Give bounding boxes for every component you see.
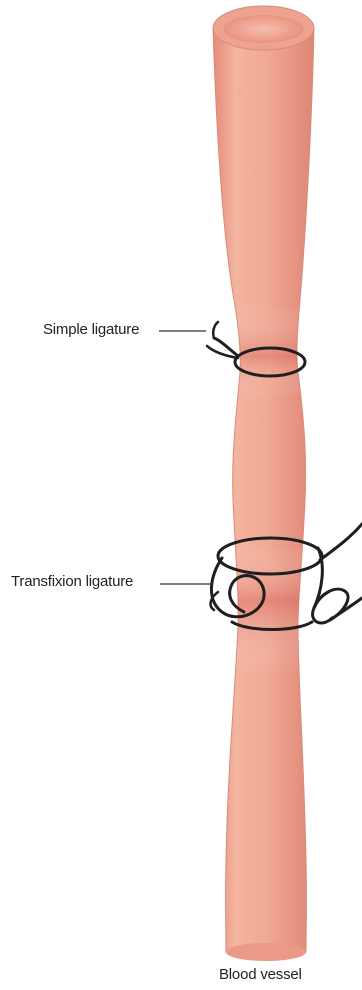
vessel-shading: [213, 28, 314, 952]
vessel-bottom-end: [226, 943, 306, 961]
simple-ligature-label: Simple ligature: [43, 321, 139, 338]
vessel-lumen: [224, 15, 304, 43]
blood-vessel-label: Blood vessel: [219, 966, 302, 983]
transfixion-ligature-label: Transfixion ligature: [11, 573, 133, 590]
